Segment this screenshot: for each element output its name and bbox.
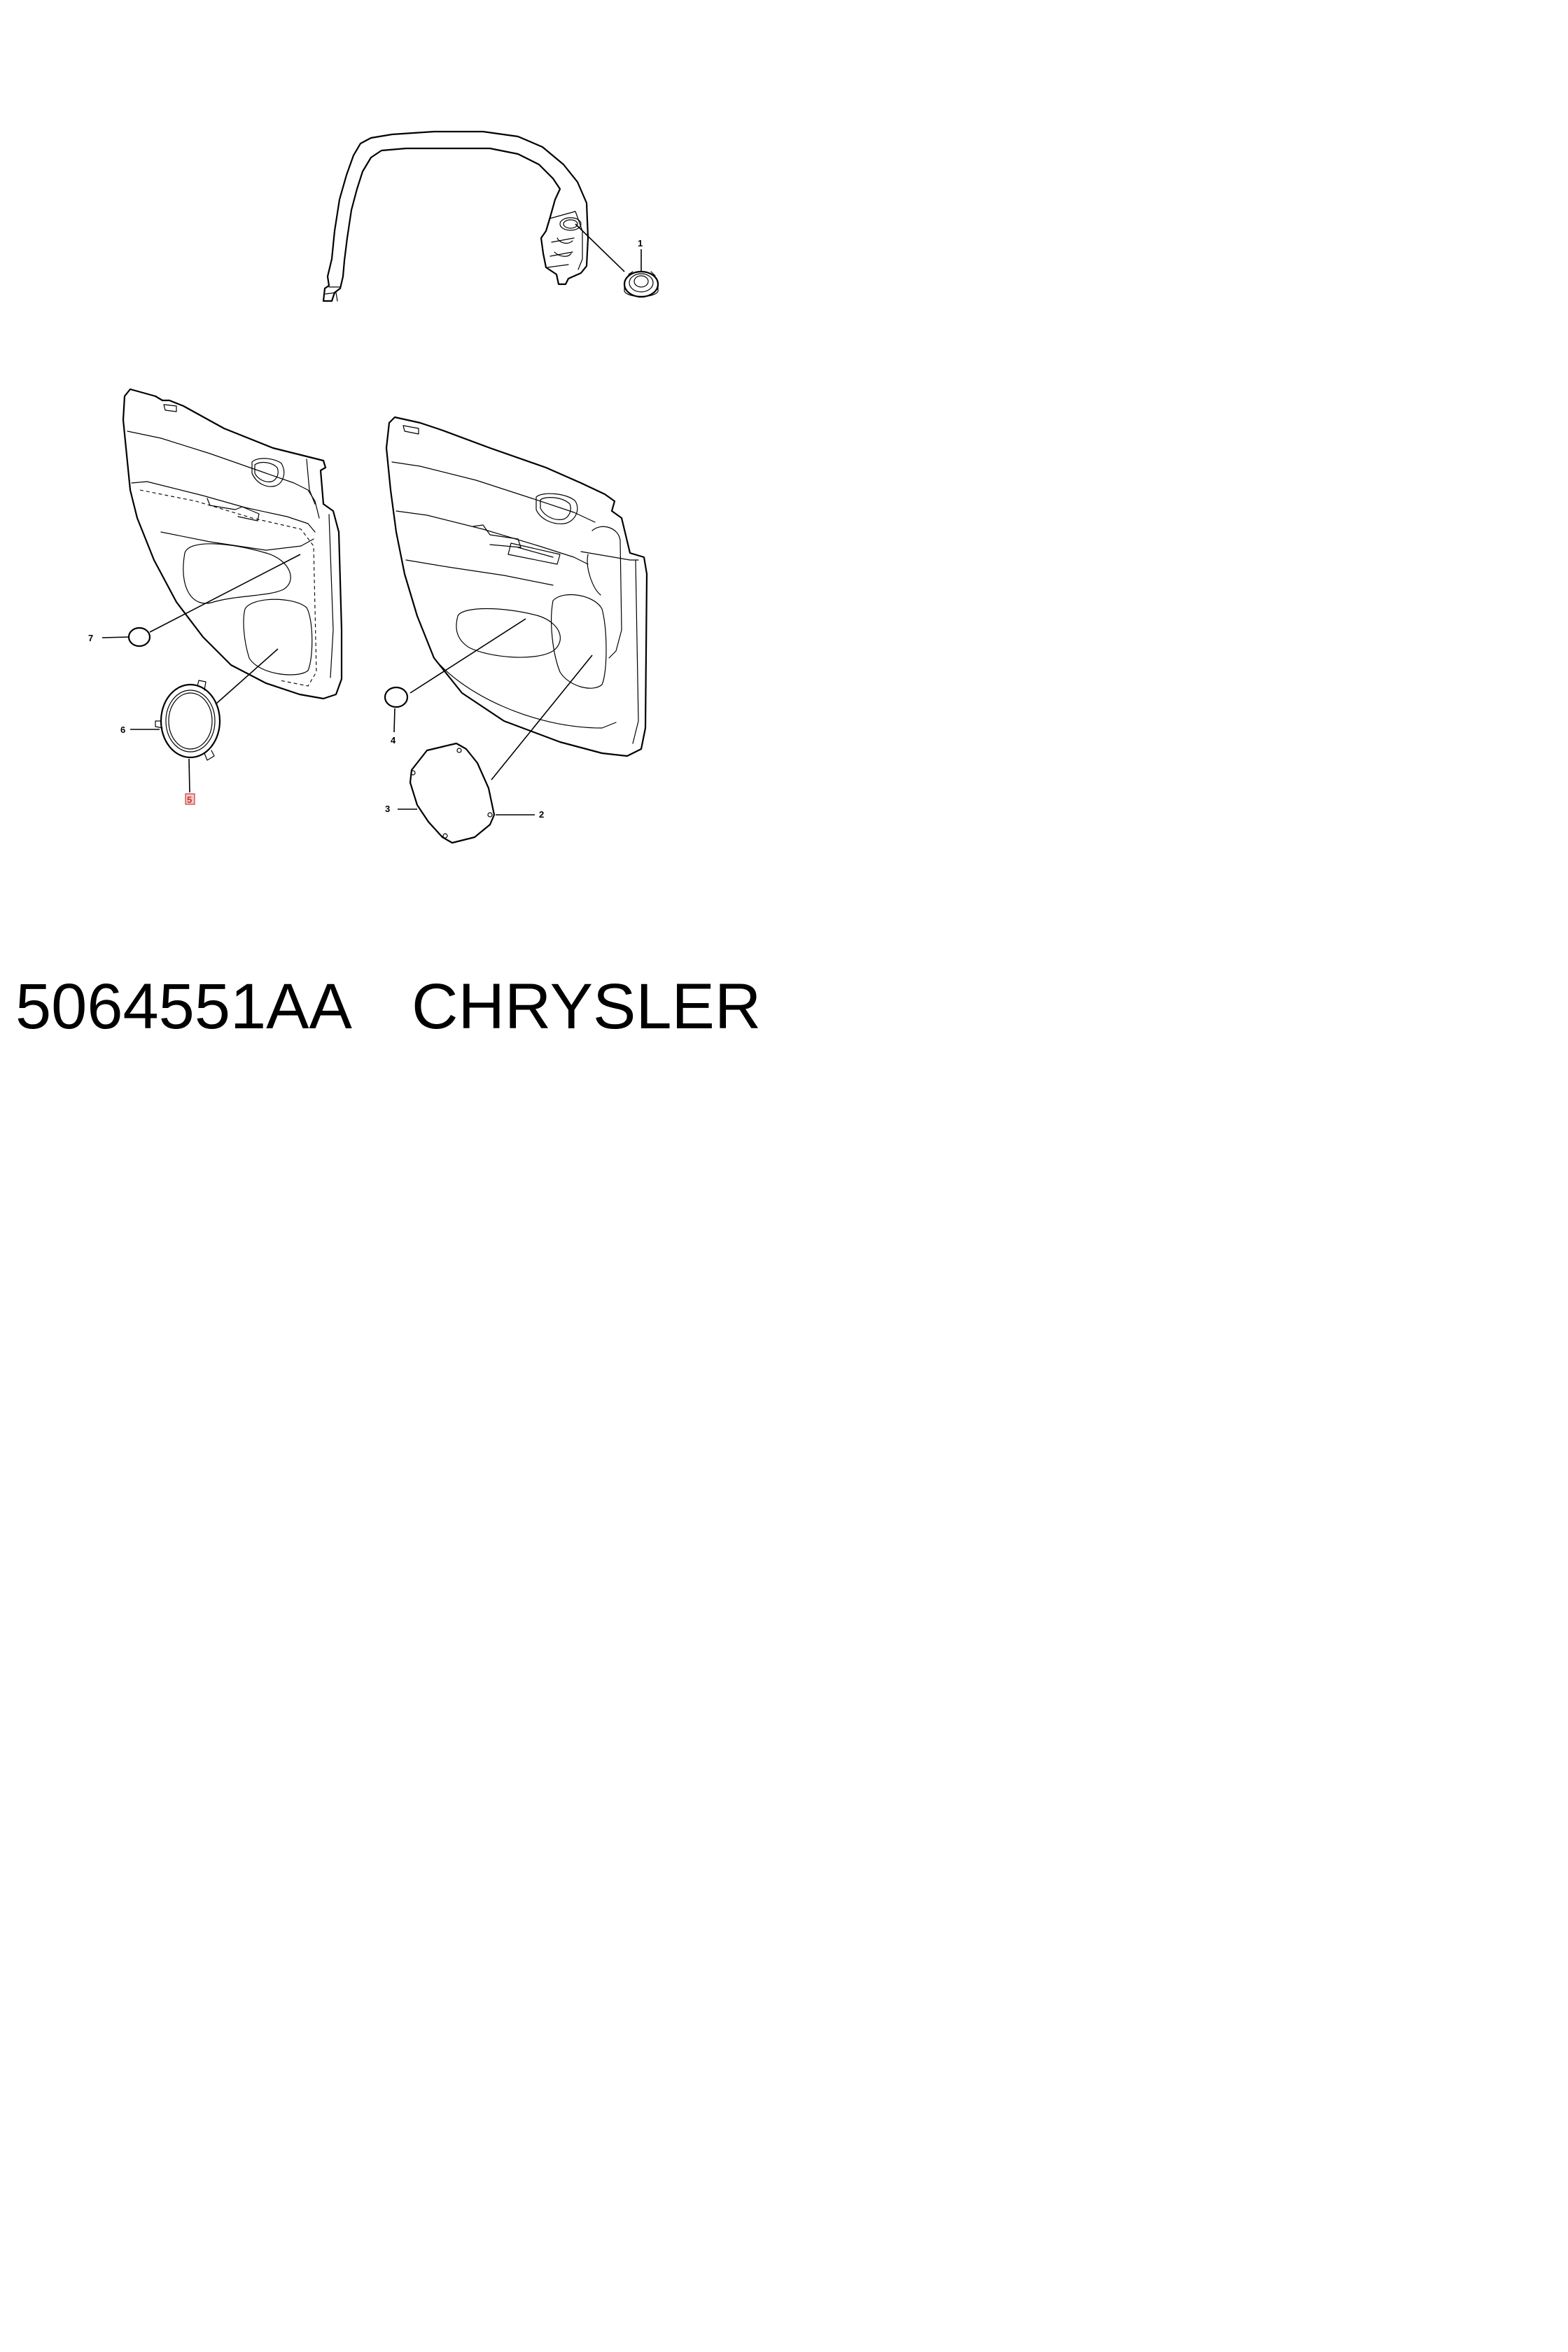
callout-label: 2 bbox=[539, 809, 544, 820]
rear-door-panel bbox=[122, 388, 343, 700]
part-number: 5064551AA bbox=[15, 971, 352, 1042]
callout-6: 6 bbox=[120, 724, 125, 735]
callout-label: 5 bbox=[187, 794, 192, 805]
plug-4 bbox=[384, 686, 409, 708]
speaker-adapter-ring bbox=[155, 680, 221, 761]
callout-label: 7 bbox=[88, 633, 93, 643]
callout-5: 5 bbox=[185, 793, 195, 805]
callout-label: 6 bbox=[120, 724, 125, 735]
plug-7 bbox=[127, 626, 151, 648]
brand-name: CHRYSLER bbox=[412, 971, 762, 1042]
callout-1: 1 bbox=[638, 238, 643, 248]
speaker-grille-cover bbox=[409, 742, 496, 844]
highlight-box bbox=[185, 793, 195, 805]
a-pillar-trim bbox=[322, 130, 589, 302]
tweeter-speaker bbox=[623, 270, 659, 298]
callout-3: 3 bbox=[385, 804, 390, 814]
callout-7: 7 bbox=[88, 633, 93, 643]
callout-label: 4 bbox=[391, 735, 396, 746]
callout-4: 4 bbox=[391, 735, 396, 746]
leader-lines bbox=[102, 223, 642, 816]
callout-label: 3 bbox=[385, 804, 390, 814]
callout-label: 1 bbox=[638, 238, 643, 248]
callout-2: 2 bbox=[539, 809, 544, 820]
parts-diagram: 1 2 3 4 5 6 7 bbox=[88, 130, 659, 844]
front-door-panel bbox=[385, 416, 648, 757]
